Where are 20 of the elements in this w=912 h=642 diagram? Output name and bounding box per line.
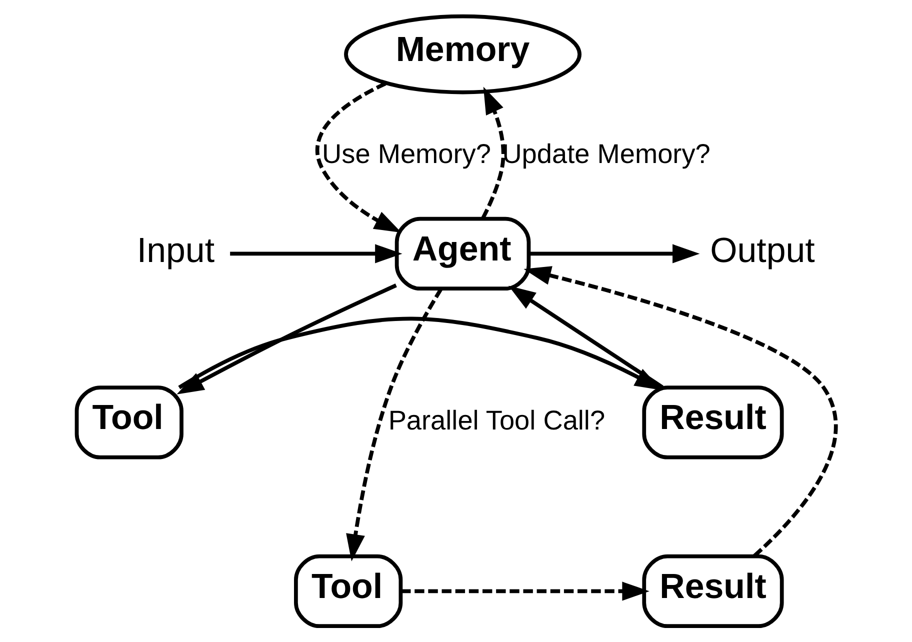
node-box: Agent — [394, 216, 530, 291]
edge-label: Use Memory? — [322, 138, 490, 169]
edge-label: Parallel Tool Call? — [388, 404, 605, 436]
node-box: Result — [642, 554, 784, 628]
arrow — [523, 266, 838, 558]
arrow — [346, 288, 442, 562]
node-text: Input — [136, 231, 214, 270]
arrow — [508, 286, 663, 389]
node-box: Tool — [74, 386, 183, 460]
arrow — [230, 244, 402, 264]
node-box: Tool — [294, 554, 402, 628]
edge-label: Update Memory? — [502, 138, 710, 169]
node-ellipse: Memory — [344, 14, 581, 94]
arrow — [480, 86, 505, 219]
node-text: Output — [710, 231, 814, 270]
arrow — [400, 582, 649, 601]
arrow — [176, 284, 396, 394]
arrow — [314, 82, 401, 233]
node-box: Result — [642, 386, 784, 460]
arrow — [528, 244, 700, 264]
